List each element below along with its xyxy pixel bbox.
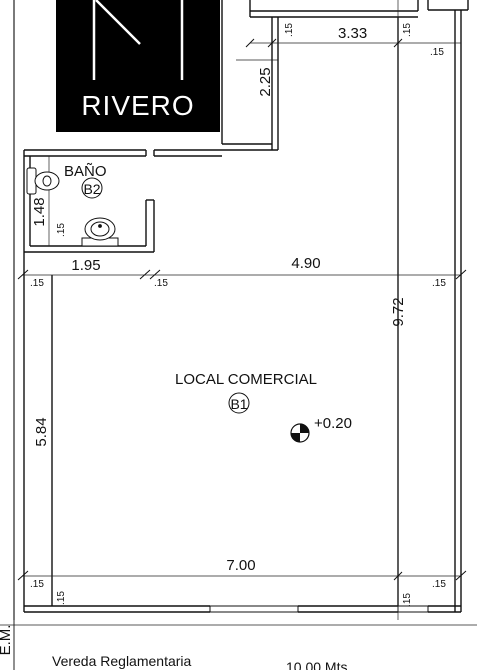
bano-label: BAÑO	[64, 163, 107, 180]
logo-text: RIVERO	[81, 90, 195, 121]
sidewalk-label: Vereda Reglamentaria	[52, 653, 192, 669]
wall-mark: .15	[56, 223, 67, 237]
wall-mark: .15	[56, 591, 67, 605]
bano-tag: B2	[83, 181, 100, 197]
dim-bath-height: 1.48	[31, 197, 48, 226]
wall-mark: .15	[432, 579, 446, 590]
local-label: LOCAL COMERCIAL	[175, 371, 317, 388]
level-marker-icon	[290, 423, 310, 443]
dim-bottom-width: 7.00	[226, 557, 255, 574]
dim-mid-width: 4.90	[291, 255, 320, 272]
bano-tag-circle	[81, 177, 103, 199]
wall-mark: .15	[30, 278, 44, 289]
wall-mark: .15	[402, 23, 413, 37]
dim-total-height: 9.72	[390, 297, 407, 326]
toilet-icon	[26, 167, 60, 195]
sink-icon	[81, 217, 119, 247]
wall-mark: .15	[432, 278, 446, 289]
local-tag: B1	[230, 396, 247, 412]
dim-upper-height: 2.25	[257, 67, 274, 96]
logo-mark-icon	[92, 0, 184, 80]
dim-bath-width: 1.95	[71, 257, 100, 274]
dim-left-height: 5.84	[33, 417, 50, 446]
wall-mark: .15	[30, 579, 44, 590]
local-tag-circle	[228, 392, 250, 414]
wall-mark: .15	[154, 278, 168, 289]
wall-mark: .15	[430, 47, 444, 58]
side-label: E.M.	[0, 625, 14, 656]
wall-mark: .15	[402, 593, 413, 607]
brand-logo: RIVERO	[56, 0, 220, 132]
level-value: +0.20	[314, 415, 352, 432]
dimension-lines	[0, 0, 477, 626]
wall-mark: .15	[284, 23, 295, 37]
dim-top-width: 3.33	[338, 25, 367, 42]
dimension-ticks	[17, 38, 467, 581]
dim-lower-span: 10.00 Mts.	[286, 659, 351, 670]
